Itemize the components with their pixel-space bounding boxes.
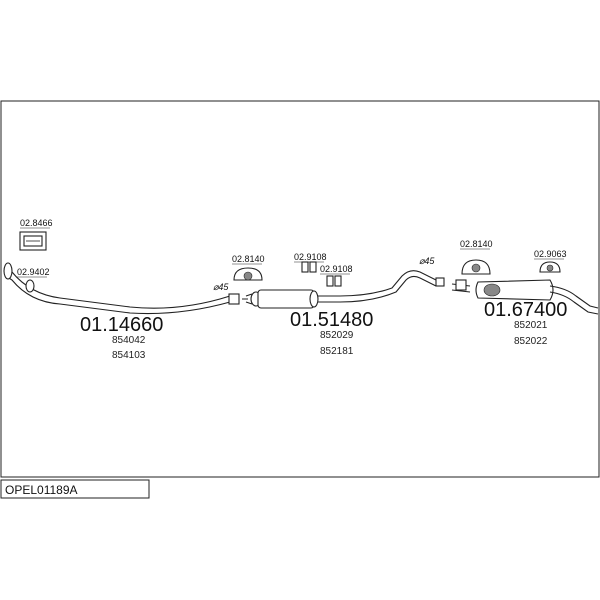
rubber-mount-b-icon [326,275,342,287]
hanger-mid-icon [233,267,263,281]
oem-front-1: 854042 [112,335,146,346]
diameter-label-2: ⌀45 [419,256,435,266]
rear-silencer [451,279,599,315]
diameter-label-1: ⌀45 [213,282,229,292]
hanger-rear-icon [461,259,491,275]
label-hanger-rear: 02.8140 [460,239,493,249]
label-rubber-b: 02.9108 [320,264,353,274]
oem-rear-1: 852021 [514,320,548,331]
bracket-front-icon [19,231,47,251]
label-rubber-a: 02.9108 [294,252,327,262]
label-rubber-rear: 02.9063 [534,249,567,259]
part-number-rear: 01.67400 [484,299,567,321]
oem-middle-1: 852029 [320,330,354,341]
oem-front-2: 854103 [112,350,146,361]
diagram-frame [0,100,600,478]
reference-box [0,479,150,499]
oem-middle-2: 852181 [320,346,354,357]
label-hanger-mid: 02.8140 [232,254,265,264]
reference-code: OPEL01189A [5,483,78,497]
label-bracket-front: 02.8466 [20,218,53,228]
label-gasket-front: 02.9402 [17,267,50,277]
rubber-mount-rear-icon [539,261,561,273]
rubber-mount-a-icon [301,261,317,273]
oem-rear-2: 852022 [514,336,548,347]
middle-silencer [245,270,445,309]
front-pipe [3,262,248,315]
part-number-front-pipe: 01.14660 [80,314,163,336]
part-number-middle: 01.51480 [290,309,373,331]
